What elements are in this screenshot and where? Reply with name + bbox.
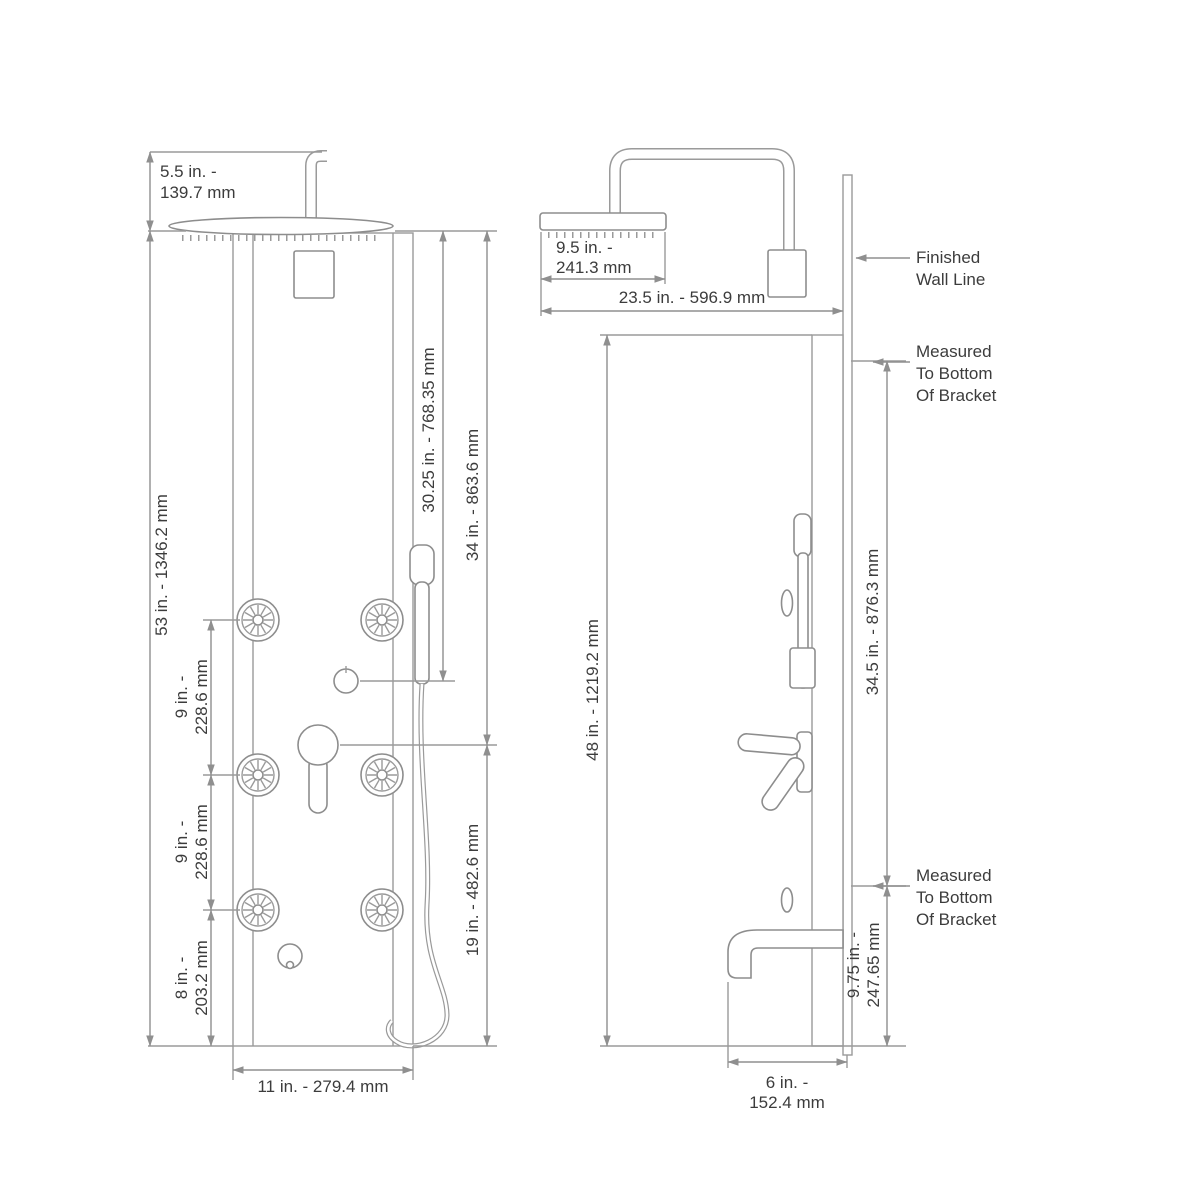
hand-shower-head <box>409 544 435 586</box>
dim-bracket-to-bottom-label-1: 9.75 in. - <box>844 932 863 998</box>
dim-top-to-diverter-label: 30.25 in. - 768.35 mm <box>419 347 438 512</box>
dim-jet-to-bottom-label-1: 8 in. - <box>172 957 191 1000</box>
temperature-knob <box>277 943 303 970</box>
valve-handle-lower <box>761 757 805 811</box>
mixer-valve <box>297 724 339 814</box>
dim-spout-reach-label-2: 152.4 mm <box>749 1093 825 1112</box>
dim-jet-spacing-bottom-label-1: 9 in. - <box>172 821 191 864</box>
dim-jet-spacing-top-label-1: 9 in. - <box>172 676 191 719</box>
hand-shower-handle <box>414 581 430 685</box>
body-jet <box>360 888 404 932</box>
body-jet <box>236 598 280 642</box>
hand-shower-side <box>789 513 816 689</box>
bracket-top-label-3: Of Bracket <box>916 386 997 405</box>
dim-panel-width-label: 11 in. - 279.4 mm <box>257 1077 388 1096</box>
temperature-knob-side <box>780 887 794 913</box>
valve-handles-side <box>737 731 813 811</box>
hand-shower-holder <box>789 647 816 689</box>
dim-jet-spacing-bottom-label-2: 228.6 mm <box>192 804 211 880</box>
dim-valve-to-bottom-label: 19 in. - 482.6 mm <box>463 824 482 956</box>
body-jet <box>360 753 404 797</box>
bracket-bottom-label-3: Of Bracket <box>916 910 997 929</box>
dim-spout-reach-label-1: 6 in. - <box>766 1073 809 1092</box>
shower-arm-side <box>609 148 795 266</box>
dim-jet-spacing-top-label-2: 228.6 mm <box>192 659 211 735</box>
diverter-knob <box>333 666 359 694</box>
body-jet <box>236 888 280 932</box>
dim-bracket-to-bracket-label: 34.5 in. - 876.3 mm <box>863 549 882 695</box>
body-jet <box>236 753 280 797</box>
bracket-top-label-1: Measured <box>916 342 992 361</box>
supply-connector-front <box>293 250 335 299</box>
hand-shower-head-side <box>793 513 812 558</box>
dim-jet-to-bottom-label-2: 203.2 mm <box>192 940 211 1016</box>
annotations: Finished Wall Line Measured To Bottom Of… <box>855 248 997 929</box>
panel-body-side <box>811 334 844 1047</box>
diverter-knob-side <box>780 589 794 617</box>
hand-shower-front <box>385 544 450 1049</box>
dim-showerhead-width-label-2: 241.3 mm <box>556 258 632 277</box>
finished-wall <box>842 174 853 1056</box>
dim-bracket-to-bottom-label-2: 247.65 mm <box>864 922 883 1007</box>
bracket-bottom-label-2: To Bottom <box>916 888 993 907</box>
front-dimensions: 5.5 in. - 139.7 mm 53 in. - 1346.2 mm 9 … <box>146 151 497 1096</box>
bracket-bottom-label-1: Measured <box>916 866 992 885</box>
dim-top-to-valve-label: 34 in. - 863.6 mm <box>463 429 482 561</box>
valve-dial <box>297 724 339 766</box>
dim-panel-height-label: 48 in. - 1219.2 mm <box>583 619 602 761</box>
valve-handle-upper <box>737 733 801 756</box>
front-view: 5.5 in. - 139.7 mm 53 in. - 1346.2 mm 9 … <box>146 150 497 1096</box>
rain-shower-head-side <box>539 212 667 238</box>
tub-spout <box>727 929 844 979</box>
dim-showerhead-width-label-1: 9.5 in. - <box>556 238 613 257</box>
body-jet <box>360 598 404 642</box>
side-dimensions: 9.5 in. - 241.3 mm 23.5 in. - 596.9 mm 4… <box>540 232 906 1112</box>
finished-wall-label-1: Finished <box>916 248 980 267</box>
bracket-top-label-2: To Bottom <box>916 364 993 383</box>
dim-shower-arm-label-1: 5.5 in. - <box>160 162 217 181</box>
rain-shower-head-front <box>168 216 394 241</box>
side-view: 9.5 in. - 241.3 mm 23.5 in. - 596.9 mm 4… <box>539 148 997 1112</box>
dim-shower-arm-label-2: 139.7 mm <box>160 183 236 202</box>
dim-overall-height-label: 53 in. - 1346.2 mm <box>152 494 171 636</box>
dim-wall-to-head-label: 23.5 in. - 596.9 mm <box>619 288 765 307</box>
supply-connector-side <box>767 249 807 298</box>
shower-arm-front <box>305 150 327 231</box>
finished-wall-label-2: Wall Line <box>916 270 985 289</box>
